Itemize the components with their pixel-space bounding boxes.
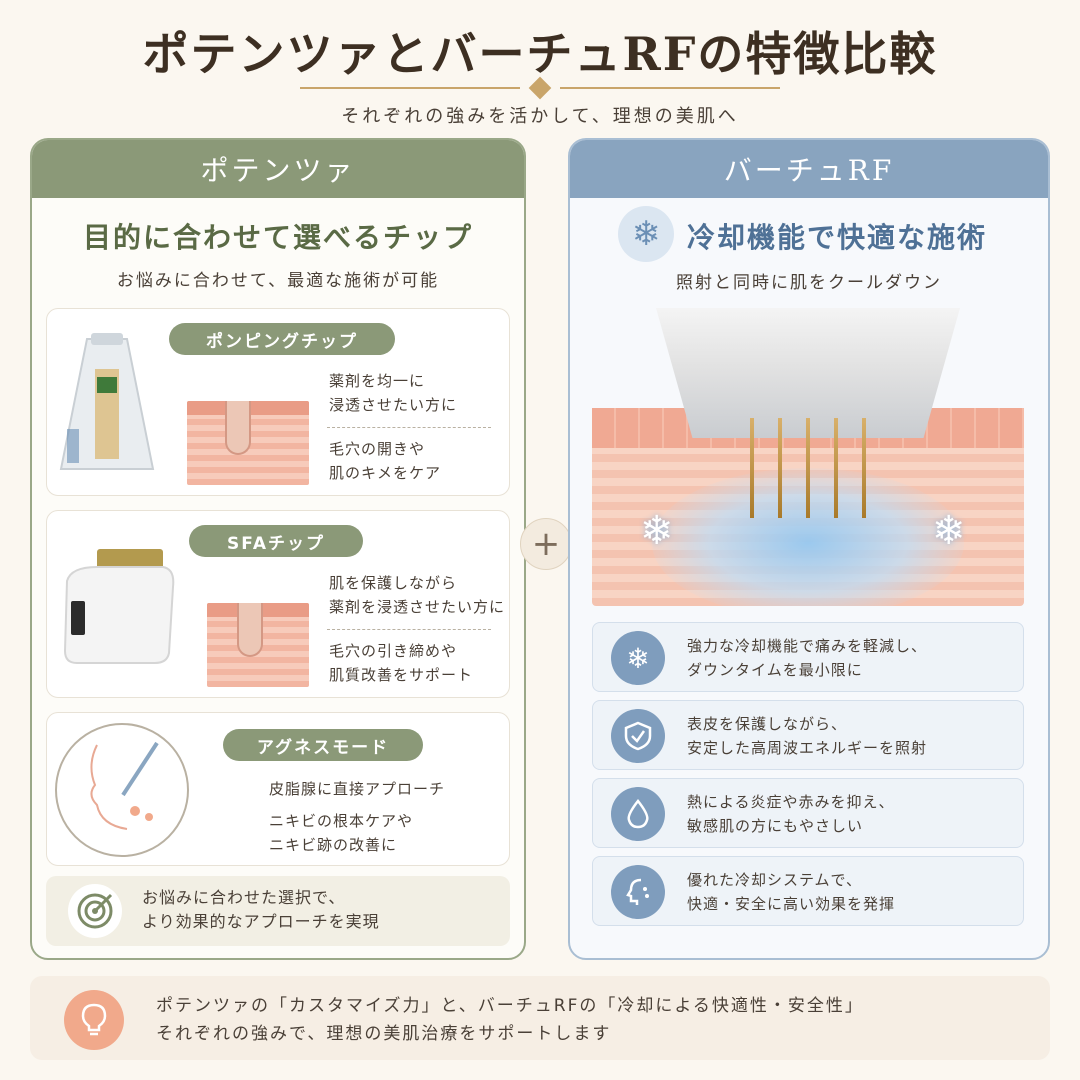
light-bulb-icon	[64, 990, 124, 1050]
plus-icon: +	[520, 518, 572, 570]
potenza-subline: お悩みに合わせて、最適な施術が可能	[116, 271, 440, 291]
snowflake-icon: ❄	[618, 206, 674, 262]
pumping-tip-text-1: 薬剤を均一に浸透させたい方に	[329, 372, 458, 414]
feature-cooling: ❄ 強力な冷却機能で痛みを軽減し、ダウンタイムを最小限に	[592, 622, 1024, 692]
virtue-rf-panel-header: バーチュRF	[570, 140, 1048, 198]
pumping-tip-card: ポンピングチップ 薬剤を均一に浸透させたい方に 毛穴の開きや肌のキメをケア	[46, 308, 510, 496]
pumping-tip-label: ポンピングチップ	[169, 323, 395, 355]
potenza-summary-note: お悩みに合わせた選択で、より効果的なアプローチを実現	[46, 876, 510, 946]
feature-text: 優れた冷却システムで、快適・安全に高い効果を発揮	[687, 871, 896, 913]
potenza-summary-text: お悩みに合わせた選択で、より効果的なアプローチを実現	[142, 888, 380, 931]
sfa-tip-card: SFAチップ 肌を保護しながら薬剤を浸透させたい方に 毛穴の引き締めや肌質改善を…	[46, 510, 510, 698]
feature-text: 強力な冷却機能で痛みを軽減し、ダウンタイムを最小限に	[687, 637, 928, 679]
divider	[327, 427, 491, 428]
skin-cross-section-image	[187, 401, 309, 485]
acne-mode-text-1: 皮脂腺に直接アプローチ	[269, 780, 446, 798]
summary-text: ポテンツァの「カスタマイズ力」と、バーチュRFの「冷却による快適性・安全性」それ…	[156, 996, 864, 1044]
shield-check-icon	[611, 709, 665, 763]
virtue-rf-panel: バーチュRF ❄ 冷却機能で快適な施術 照射と同時に肌をクールダウン ❄ ❄ ❄…	[568, 138, 1050, 960]
cooling-treatment-illustration: ❄ ❄	[592, 308, 1024, 606]
sfa-tip-device-image	[57, 547, 177, 667]
sfa-tip-label: SFAチップ	[189, 525, 363, 557]
divider	[327, 629, 491, 630]
acne-mode-text-2: ニキビの根本ケアやニキビ跡の改善に	[269, 812, 414, 854]
potenza-headline: 目的に合わせて選べるチップ	[82, 221, 473, 254]
skin-cross-section-image	[207, 603, 309, 687]
snowflake-icon: ❄	[611, 631, 665, 685]
feature-text: 表皮を保護しながら、安定した高周波エネルギーを照射	[687, 715, 928, 757]
sfa-tip-text-2: 毛穴の引き締めや肌質改善をサポート	[329, 642, 474, 684]
potenza-panel-header: ポテンツァ	[32, 140, 524, 198]
feature-protection: 表皮を保護しながら、安定した高周波エネルギーを照射	[592, 700, 1024, 770]
face-acne-illustration	[55, 723, 189, 857]
pumping-tip-device-image	[57, 329, 157, 479]
snowflake-icon: ❄	[640, 508, 674, 554]
feature-system: 優れた冷却システムで、快適・安全に高い効果を発揮	[592, 856, 1024, 926]
target-icon	[68, 884, 122, 938]
acne-mode-label: アグネスモード	[223, 729, 423, 761]
page-subtitle: それぞれの強みを活かして、理想の美肌へ	[341, 106, 739, 127]
snowflake-icon: ❄	[932, 508, 966, 554]
acne-mode-card: アグネスモード 皮脂腺に直接アプローチ ニキビの根本ケアやニキビ跡の改善に	[46, 712, 510, 866]
virtue-rf-headline: 冷却機能で快適な施術	[686, 221, 987, 254]
summary-footer: ポテンツァの「カスタマイズ力」と、バーチュRFの「冷却による快適性・安全性」それ…	[30, 976, 1050, 1060]
page-title: ポテンツァとバーチュRFの特徴比較	[142, 27, 938, 81]
sfa-tip-text-1: 肌を保護しながら薬剤を浸透させたい方に	[329, 574, 506, 616]
title-ornament	[300, 76, 780, 100]
water-drop-icon	[611, 787, 665, 841]
face-profile-icon	[611, 865, 665, 919]
potenza-panel: ポテンツァ 目的に合わせて選べるチップ お悩みに合わせて、最適な施術が可能 ポン…	[30, 138, 526, 960]
feature-text: 熱による炎症や赤みを抑え、敏感肌の方にもやさしい	[687, 793, 895, 835]
virtue-rf-subline: 照射と同時に肌をクールダウン	[676, 273, 942, 293]
pumping-tip-text-2: 毛穴の開きや肌のキメをケア	[329, 440, 442, 482]
feature-gentle: 熱による炎症や赤みを抑え、敏感肌の方にもやさしい	[592, 778, 1024, 848]
